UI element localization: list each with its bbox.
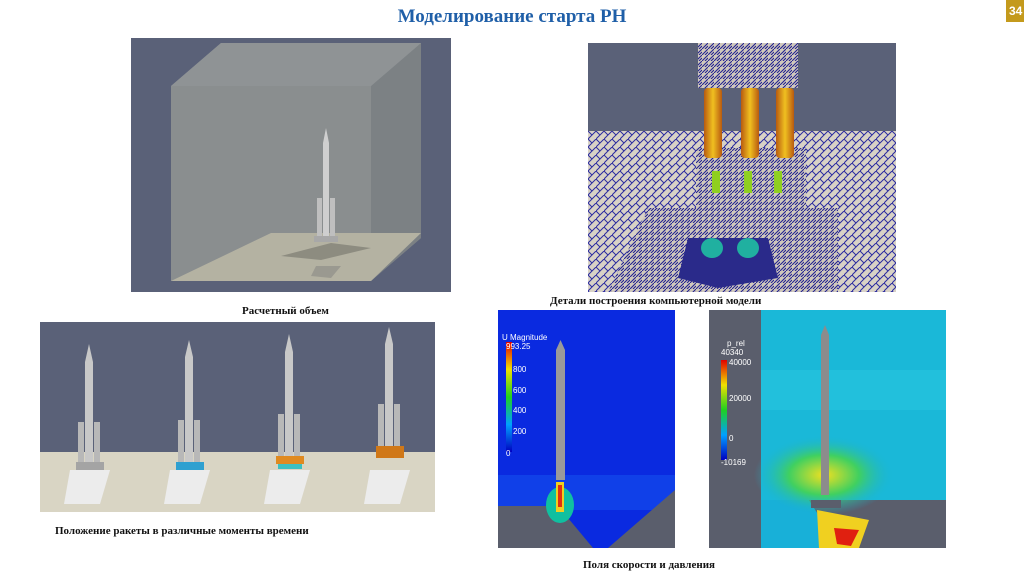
pressure-tick: 0 [729,434,734,443]
mesh-details-image [588,43,896,292]
caption-positions: Положение ракеты в различные моменты вре… [55,525,309,537]
rocket-positions-image [40,322,435,512]
page-number-badge: 34 [1006,0,1024,22]
velocity-tick: 600 [513,386,527,395]
pressure-field-image: p_rel 40340 40000 20000 0 -10169 [709,310,946,548]
velocity-legend-max: 993.25 [506,342,531,351]
pressure-tick: 20000 [729,394,752,403]
velocity-field-image: U Magnitude 993.25 800 600 400 200 0 [498,310,675,548]
velocity-tick: 200 [513,427,527,436]
velocity-tick: 0 [506,449,511,458]
pressure-legend-title: p_rel [727,339,745,348]
caption-details: Детали построения компьютерной модели [550,295,762,307]
pressure-legend-min: -10169 [721,458,746,467]
caption-volume: Расчетный объем [242,305,329,317]
caption-fields: Поля скорости и давления [583,559,715,571]
slide-title: Моделирование старта РН [397,6,627,27]
velocity-tick: 800 [513,365,527,374]
velocity-legend-title: U Magnitude [502,333,548,342]
computational-volume-image [131,38,451,292]
pressure-legend-max: 40340 [721,348,744,357]
pressure-tick: 40000 [729,358,752,367]
velocity-tick: 400 [513,406,527,415]
